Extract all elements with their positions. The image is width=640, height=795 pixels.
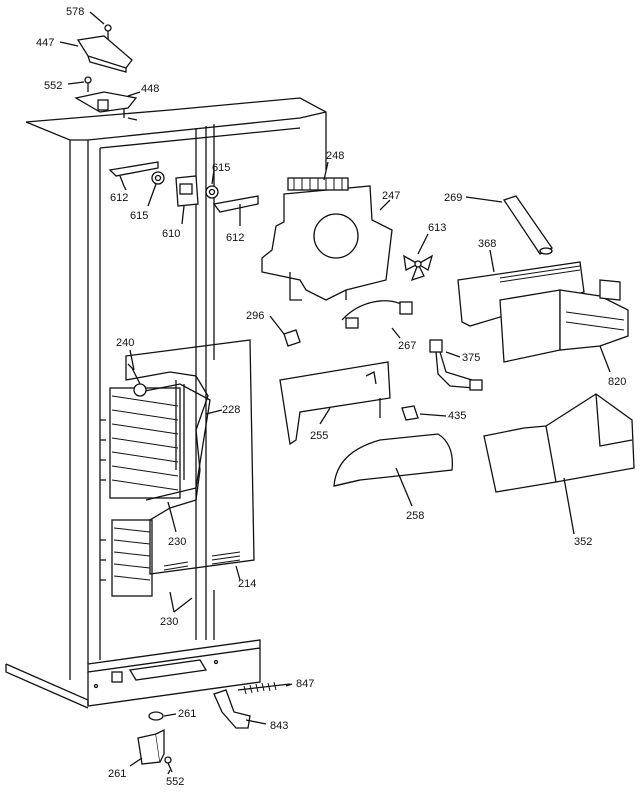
part-612-bracket-right: [212, 195, 259, 226]
part-267-harness: [341, 300, 413, 329]
label-610: 610: [162, 228, 181, 240]
label-258: 258: [406, 510, 425, 522]
part-552-screw-top: [67, 76, 92, 92]
label-368: 368: [478, 238, 497, 250]
part-228-heater: [139, 380, 211, 501]
label-578: 578: [66, 6, 85, 18]
leader-lines: [123, 117, 575, 775]
label-261-lower: 261: [108, 768, 127, 780]
part-612-bracket-left: [108, 161, 159, 187]
part-255-shelf-bracket: [279, 361, 391, 446]
label-248: 248: [326, 150, 345, 162]
label-296: 296: [246, 310, 265, 322]
label-615-left: 615: [130, 210, 149, 222]
part-578-screw: [89, 11, 112, 40]
label-230-lower: 230: [160, 616, 179, 628]
label-267: 267: [398, 340, 417, 352]
part-296-block: [283, 329, 301, 347]
label-552-bottom: 552: [166, 776, 185, 788]
label-255: 255: [310, 430, 329, 442]
part-269-fill-tube: [502, 195, 553, 255]
part-615-knob-left: [151, 171, 165, 185]
label-269: 269: [444, 192, 463, 204]
part-447-bracket: [59, 35, 133, 73]
part-847-spring: [237, 681, 291, 695]
label-375: 375: [462, 352, 481, 364]
label-613: 613: [428, 222, 447, 234]
part-247-fan-housing: [261, 185, 393, 301]
part-248-terminal-block: [287, 177, 349, 191]
label-612-right: 612: [226, 232, 245, 244]
part-352-ice-bucket: [483, 393, 635, 493]
part-240-thermostat: [127, 363, 147, 397]
part-435-clip: [401, 405, 419, 421]
label-847: 847: [296, 678, 315, 690]
label-447: 447: [36, 37, 55, 49]
label-261-upper: 261: [178, 708, 197, 720]
part-610-control: [175, 175, 199, 225]
part-261-bracket-bottom: [137, 728, 165, 765]
label-240: 240: [116, 337, 135, 349]
label-352: 352: [574, 536, 593, 548]
part-613-fan-blade: [403, 254, 434, 282]
label-615-right: 615: [212, 162, 231, 174]
part-261-grommet: [148, 711, 164, 721]
part-552-screw-bottom: [164, 756, 173, 773]
part-615-knob-right: [205, 185, 219, 199]
label-843: 843: [270, 720, 289, 732]
label-612-left: 612: [110, 192, 129, 204]
part-820-ice-maker: [499, 279, 629, 373]
part-258-cover: [333, 433, 454, 487]
label-214: 214: [238, 578, 257, 590]
part-214-evaporator-cover: [125, 339, 255, 575]
label-228: 228: [222, 404, 241, 416]
label-247: 247: [382, 190, 401, 202]
part-375-wire-harness: [429, 339, 483, 391]
label-552-top: 552: [44, 80, 63, 92]
part-843-lever: [213, 689, 251, 729]
label-435: 435: [448, 410, 467, 422]
part-448-hinge: [74, 91, 141, 118]
label-820: 820: [608, 376, 627, 388]
label-448: 448: [141, 83, 160, 95]
label-230-upper: 230: [168, 536, 187, 548]
